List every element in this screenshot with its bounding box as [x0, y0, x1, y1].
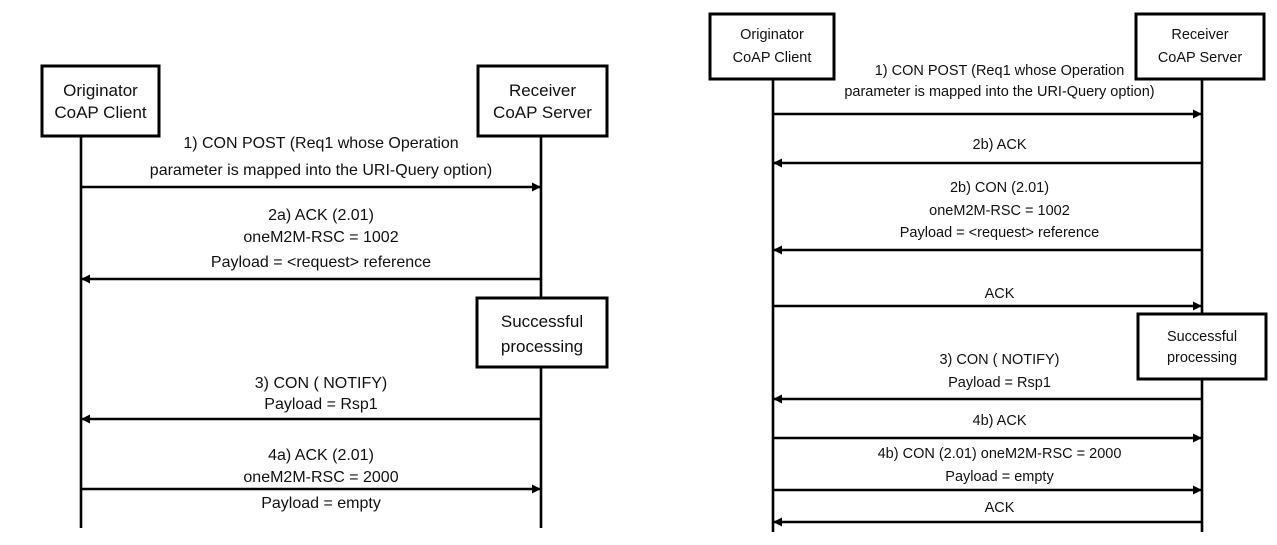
receiver-label-line: CoAP Server: [493, 103, 592, 122]
message-label-line: 3) CON ( NOTIFY): [939, 352, 1059, 368]
message-m-ack1: ACK: [773, 286, 1202, 311]
receiver-box-frame: [1134, 12, 1266, 81]
message-label-line: parameter is mapped into the URI-Query o…: [150, 162, 492, 179]
message-label-line: Payload = Rsp1: [948, 375, 1051, 391]
originator-label-line: CoAP Client: [54, 103, 147, 122]
originator-label-line: Originator: [63, 81, 138, 100]
receiver-box-frame: [476, 64, 609, 138]
message-m1: 1) CON POST (Req1 whose Operation paramet…: [773, 63, 1202, 119]
processing-label-line: Successful: [501, 312, 583, 331]
message-label-line: ACK: [985, 500, 1015, 516]
processing-box-frame: [1136, 312, 1268, 381]
processing-label-line: processing: [501, 337, 583, 356]
receiver-label-line: CoAP Server: [1158, 50, 1243, 66]
message-label-line: 1) CON POST (Req1 whose Operation: [875, 63, 1125, 79]
message-m4b-con: 4b) CON (2.01) oneM2M-RSC = 2000Payload …: [773, 446, 1202, 495]
message-label-line: 2b) CON (2.01): [950, 180, 1049, 196]
message-label-line: 2a) ACK (2.01): [268, 207, 374, 224]
message-m-ack2: ACK: [773, 500, 1202, 527]
message-label-line: Payload = empty: [945, 469, 1054, 485]
successful-processing-box: Successful processing: [1136, 312, 1268, 381]
message-label-line: 4b) ACK: [973, 413, 1027, 429]
message-m1: 1) CON POST (Req1 whose Operation paramet…: [81, 135, 541, 192]
message-label-line: parameter is mapped into the URI-Query o…: [844, 84, 1154, 100]
message-label-line: 4b) CON (2.01) oneM2M-RSC = 2000: [878, 446, 1122, 462]
message-m3: 3) CON ( NOTIFY) Payload = Rsp1: [773, 352, 1202, 404]
message-m4b-ack: 4b) ACK: [773, 413, 1202, 443]
message-label-line: Payload = empty: [261, 495, 381, 512]
message-m3: 3) CON ( NOTIFY) Payload = Rsp1: [81, 375, 541, 424]
receiver-label-line: Receiver: [1171, 27, 1228, 43]
message-label-line: Payload = <request> reference: [211, 254, 431, 271]
message-label-line: 2b) ACK: [973, 137, 1027, 153]
successful-processing-box: Successful processing: [475, 296, 609, 369]
message-label-line: Payload = <request> reference: [900, 225, 1100, 241]
message-m2b-ack: 2b) ACK: [773, 137, 1202, 168]
message-label-line: oneM2M-RSC = 1002: [929, 203, 1070, 219]
message-label-line: 1) CON POST (Req1 whose Operation: [183, 135, 458, 152]
processing-box-frame: [475, 296, 609, 369]
processing-label-line: Successful: [1167, 329, 1237, 345]
originator-label-line: CoAP Client: [733, 50, 812, 66]
originator-box-frame: [708, 12, 836, 81]
processing-label-line: processing: [1167, 350, 1237, 366]
message-label-line: oneM2M-RSC = 2000: [243, 469, 398, 486]
originator-box-frame: [40, 64, 161, 138]
message-label-line: ACK: [985, 286, 1015, 302]
message-label-line: 4a) ACK (2.01): [268, 447, 374, 464]
message-label-line: 3) CON ( NOTIFY): [255, 375, 387, 392]
receiver-label-line: Receiver: [509, 81, 576, 100]
message-label-line: oneM2M-RSC = 1002: [243, 229, 398, 246]
message-label-line: Payload = Rsp1: [264, 396, 378, 413]
originator-label-line: Originator: [740, 27, 804, 43]
